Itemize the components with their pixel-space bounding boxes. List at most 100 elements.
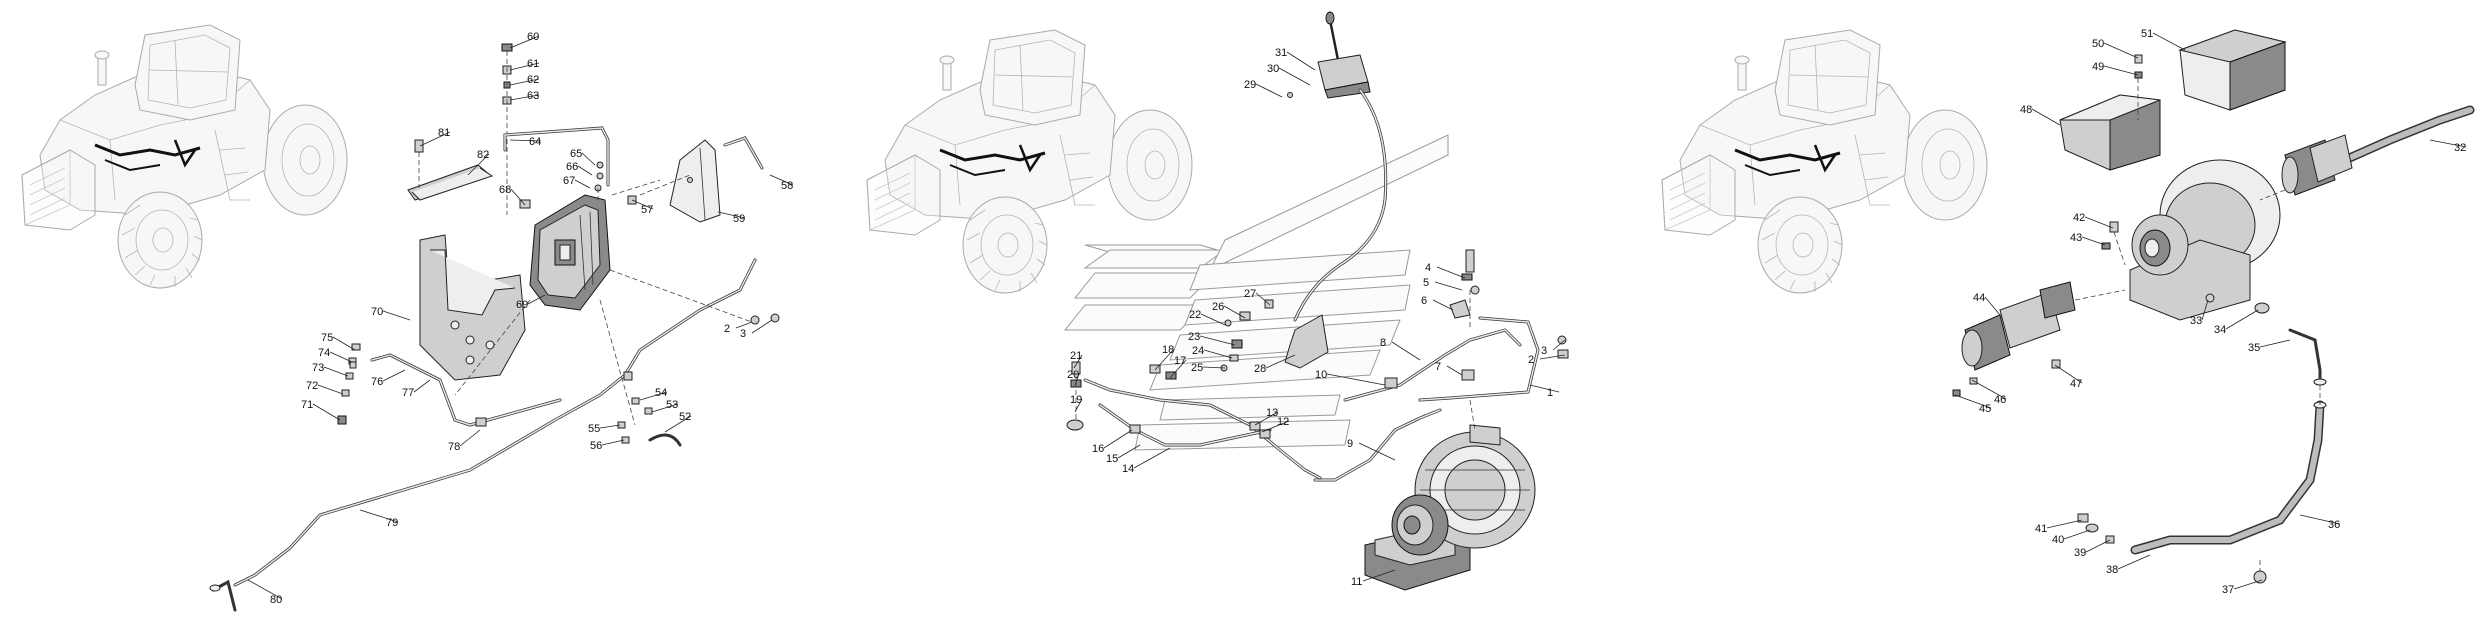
callout-number: 73 xyxy=(312,362,324,374)
callout-number: 23 xyxy=(1188,331,1200,343)
callout-number: 64 xyxy=(529,136,541,148)
callout-left-72: 72 xyxy=(306,380,344,395)
callout-leader xyxy=(1074,398,1083,413)
callout-leader xyxy=(329,351,353,363)
callout-number: 29 xyxy=(1244,79,1256,91)
callout-leader xyxy=(2259,339,2291,348)
callout-number: 69 xyxy=(516,299,528,311)
callout-middle-16: 16 xyxy=(1092,429,1133,455)
callout-number: 76 xyxy=(371,376,383,388)
pump-housing xyxy=(2129,159,2281,321)
callout-leader xyxy=(527,294,546,305)
callout-leader xyxy=(332,336,356,351)
callout-number: 80 xyxy=(270,594,282,606)
callout-number: 59 xyxy=(733,213,745,225)
callout-leader xyxy=(2117,554,2151,570)
callout-leader xyxy=(1529,384,1560,393)
callout-number: 60 xyxy=(527,31,539,43)
callout-number: 27 xyxy=(1244,288,1256,300)
callout-leader xyxy=(664,415,692,433)
callout-number: 2 xyxy=(1528,354,1534,366)
callout-left-68: 68 xyxy=(499,184,526,206)
callout-number: 65 xyxy=(570,148,582,160)
callout-number: 50 xyxy=(2092,38,2104,50)
callout-left-58: 58 xyxy=(769,174,794,192)
callout-right-39: 39 xyxy=(2074,539,2111,559)
callout-right-38: 38 xyxy=(2106,554,2151,576)
callout-leader xyxy=(467,153,490,176)
callout-leader xyxy=(631,199,654,210)
callout-right-37: 37 xyxy=(2222,579,2263,596)
callout-left-81: 81 xyxy=(419,127,450,147)
callout-leader xyxy=(2233,579,2263,590)
callout-right-44: 44 xyxy=(1973,292,2001,316)
callout-middle-2: 2 xyxy=(1528,354,1566,366)
callout-left-59: 59 xyxy=(717,211,745,225)
callout-leader xyxy=(1169,359,1187,379)
callout-middle-24: 24 xyxy=(1192,345,1233,359)
callout-middle-13: 13 xyxy=(1254,407,1278,426)
callout-number: 20 xyxy=(1067,369,1079,381)
callout-number: 31 xyxy=(1275,47,1287,59)
callout-leader xyxy=(312,403,341,421)
callout-left-62: 62 xyxy=(509,74,540,86)
callout-leader xyxy=(574,179,591,189)
callout-middle-15: 15 xyxy=(1106,444,1141,465)
callout-leader xyxy=(769,174,794,186)
callout-leader xyxy=(639,391,668,401)
callout-number: 47 xyxy=(2070,378,2082,390)
callout-left-67: 67 xyxy=(563,175,591,189)
callout-left-64: 64 xyxy=(509,136,541,148)
callout-right-41: 41 xyxy=(2035,519,2083,535)
callout-leader xyxy=(1103,429,1133,449)
callout-left-74: 74 xyxy=(318,347,353,363)
callout-left-77: 77 xyxy=(402,379,431,399)
callout-leader xyxy=(1391,341,1421,361)
callout-leader xyxy=(2031,108,2061,126)
callout-number: 11 xyxy=(1351,576,1362,588)
callout-left-60: 60 xyxy=(509,31,539,49)
callout-middle-5: 5 xyxy=(1423,277,1463,291)
callout-middle-29: 29 xyxy=(1244,79,1283,98)
callout-right-36: 36 xyxy=(2299,514,2340,531)
callout-leader xyxy=(509,78,540,86)
callout-number: 74 xyxy=(318,347,330,359)
callout-leader xyxy=(1984,296,2001,316)
callout-number: 41 xyxy=(2035,523,2047,535)
callout-number: 35 xyxy=(2248,342,2260,354)
callout-leader xyxy=(1971,379,2007,400)
callout-leader xyxy=(2084,216,2114,229)
callout-right-48: 48 xyxy=(2020,104,2061,126)
callout-leader xyxy=(1074,373,1080,386)
callout-middle-12: 12 xyxy=(1261,416,1289,433)
callout-left-2: 2 xyxy=(724,321,753,335)
callout-leader xyxy=(510,188,526,206)
callout-middle-17: 17 xyxy=(1169,355,1187,379)
callout-left-75: 75 xyxy=(321,332,356,351)
callout-leader xyxy=(509,62,540,71)
callout-number: 45 xyxy=(1979,403,1991,415)
callout-middle-22: 22 xyxy=(1189,309,1226,326)
callout-leader xyxy=(1255,83,1283,98)
callout-number: 46 xyxy=(1994,394,2006,406)
callout-number: 52 xyxy=(679,411,691,423)
callout-number: 56 xyxy=(590,440,602,452)
callout-number: 79 xyxy=(386,517,398,529)
callout-leader xyxy=(651,403,679,413)
callout-left-61: 61 xyxy=(509,58,540,71)
callout-left-79: 79 xyxy=(359,509,398,529)
callout-number: 34 xyxy=(2214,324,2226,336)
callout-right-35: 35 xyxy=(2248,339,2291,354)
callout-left-54: 54 xyxy=(639,387,668,401)
part-callouts: 6061626364656667575859686970818275747372… xyxy=(247,28,2466,606)
callout-leader xyxy=(509,94,540,101)
callout-number: 62 xyxy=(527,74,539,86)
callout-right-42: 42 xyxy=(2073,212,2114,229)
callout-number: 12 xyxy=(1277,416,1289,428)
callout-leader xyxy=(2152,32,2186,51)
callout-leader xyxy=(1202,366,1226,369)
callout-number: 18 xyxy=(1162,344,1174,356)
callout-number: 22 xyxy=(1189,309,1201,321)
tractor-overview-illustration-right xyxy=(1660,28,1989,295)
